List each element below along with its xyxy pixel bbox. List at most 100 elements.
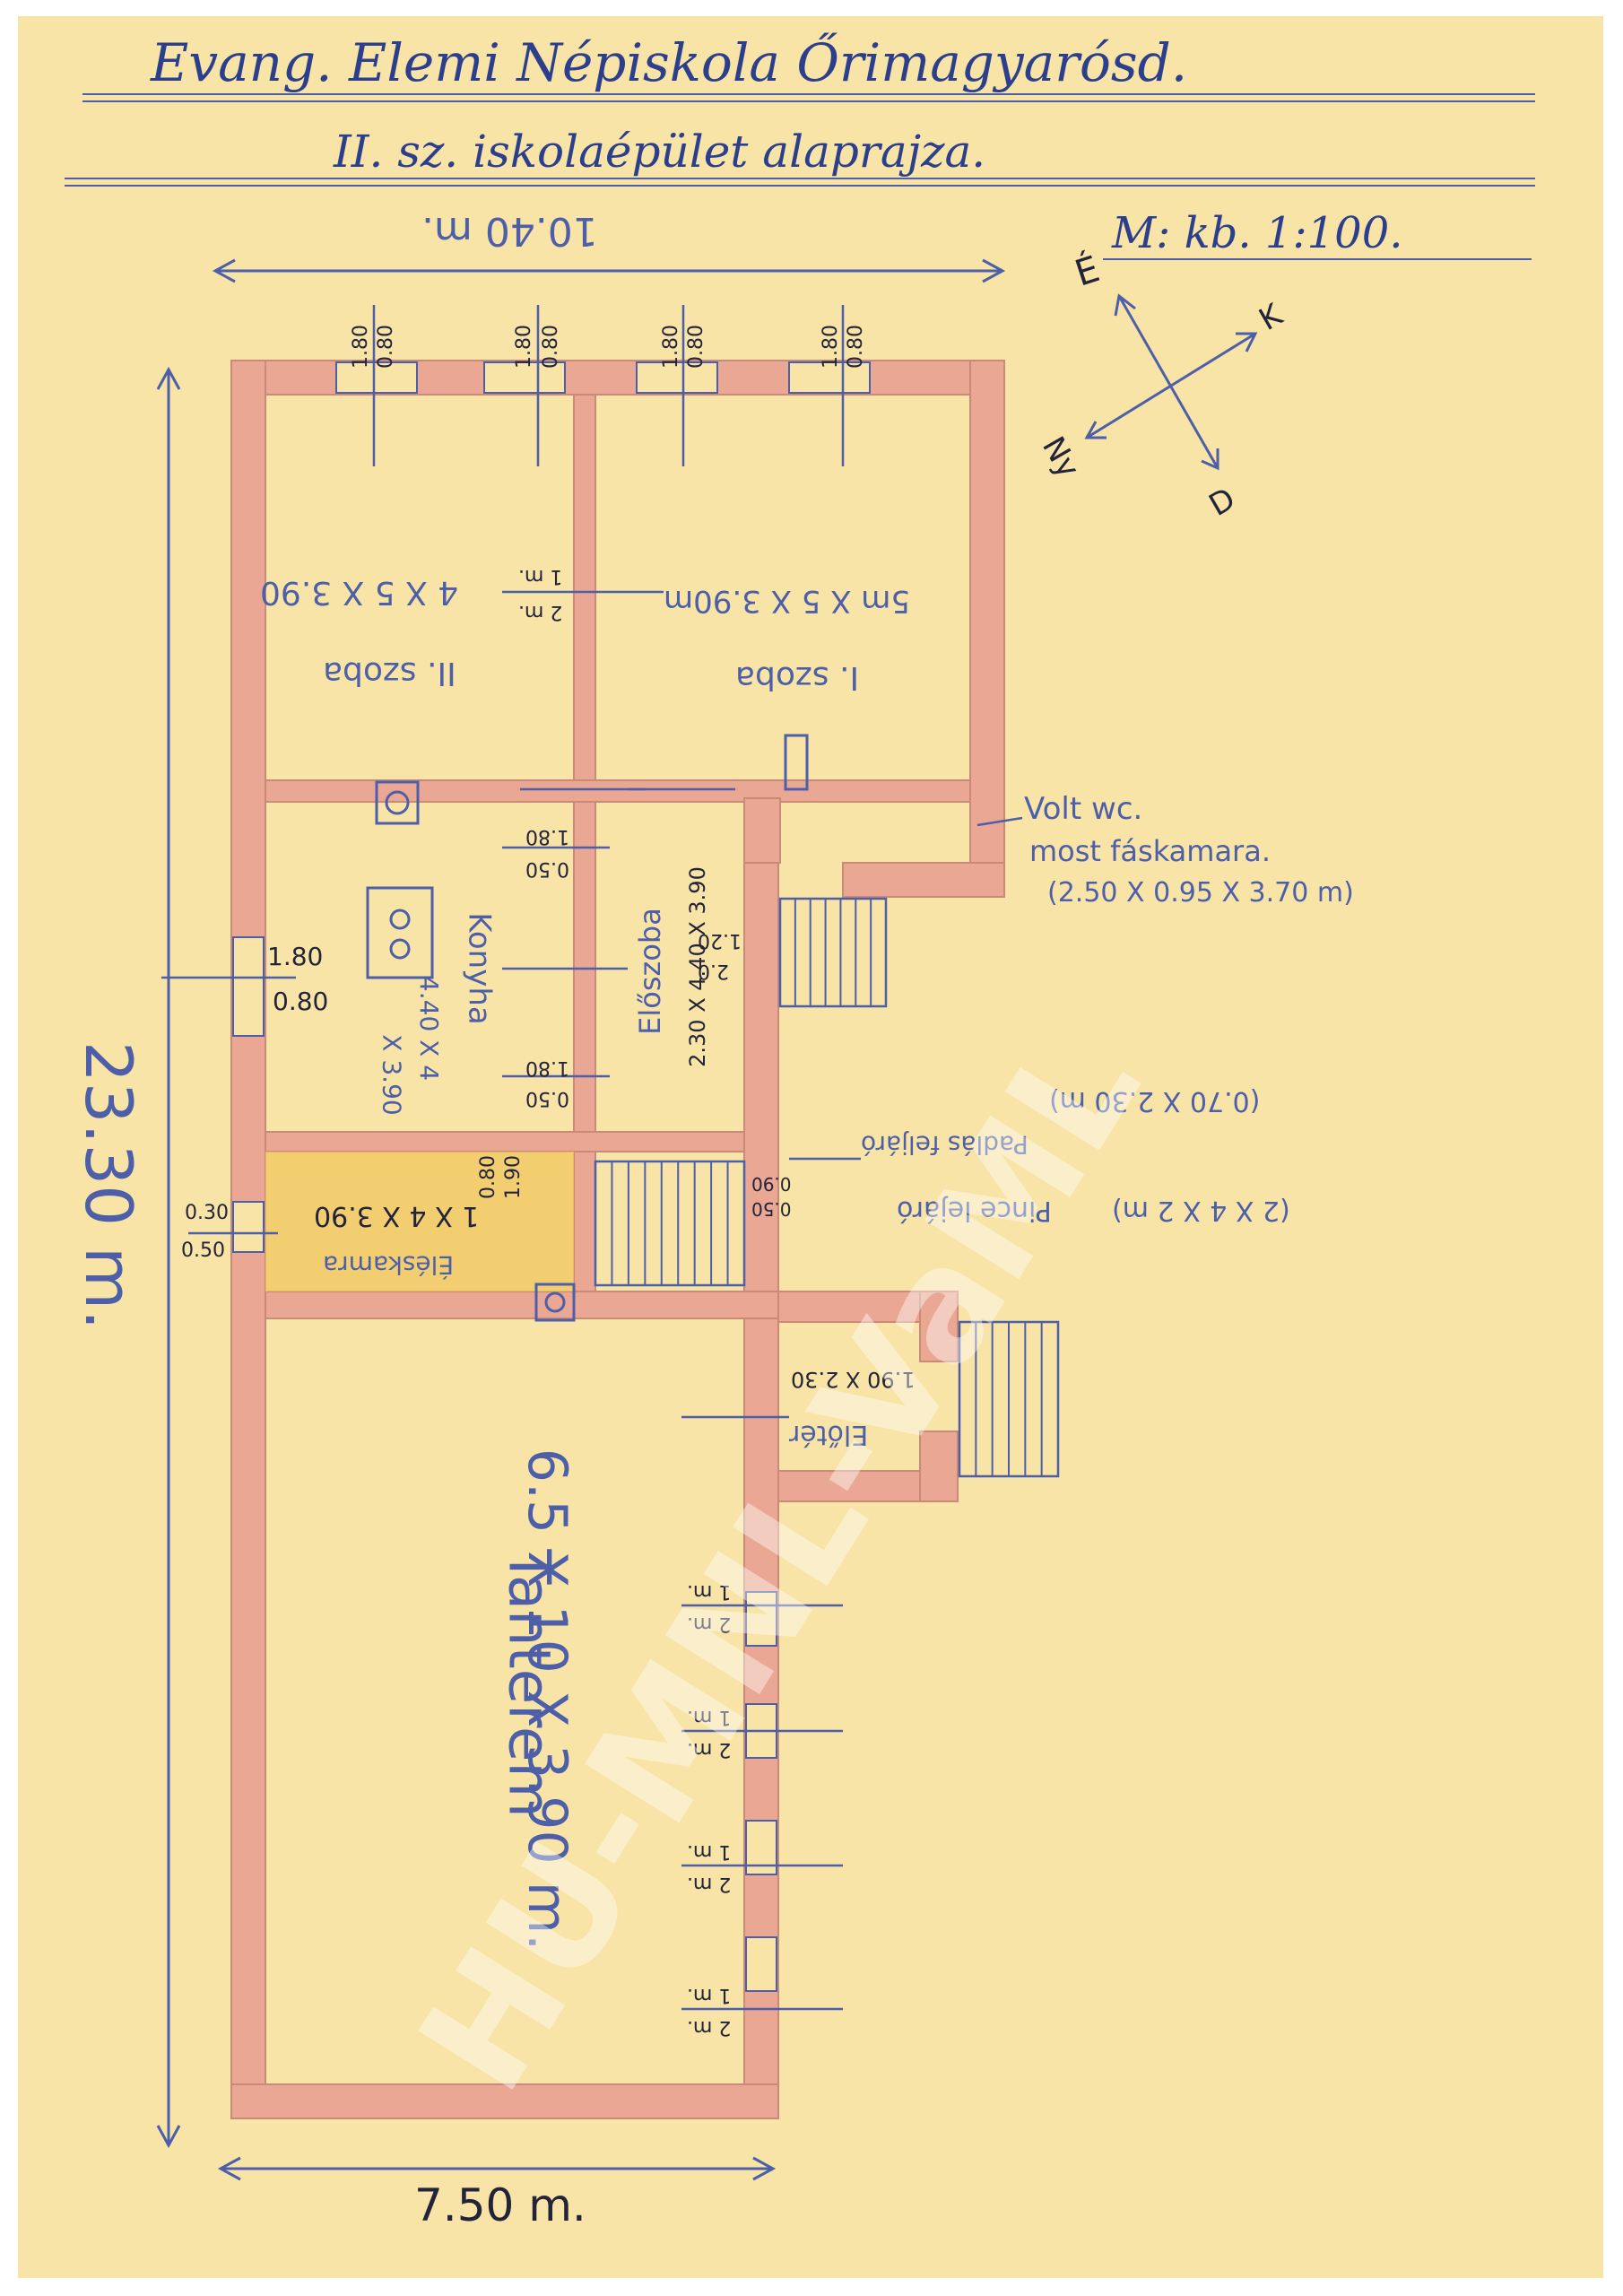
dim-arrow-bottom-right [752, 2156, 777, 2181]
stove-plate-1 [389, 909, 411, 930]
title-underline-2 [82, 100, 1535, 102]
mark-top-2a: 1.80 [512, 325, 535, 369]
chimney-1 [375, 780, 420, 825]
dim-total-length: 23.30 m. [71, 1040, 147, 1331]
mark-pantry-2: 0.80 [476, 1155, 499, 1199]
wall-right-upper [969, 360, 1005, 864]
document-title: Evang. Elemi Népiskola Őrimagyarósd. [151, 32, 1188, 93]
mark-top-3a: 1.80 [659, 325, 682, 369]
mark-small-b: 0.50 [181, 1239, 225, 1262]
title-underline-1 [82, 93, 1535, 95]
wall-bottom [230, 2083, 779, 2119]
window-openings [232, 361, 871, 1992]
mark-room-2m: 2 m. [518, 601, 563, 623]
mark-kitchen-1: 1.80 [525, 825, 569, 848]
compass-ew-line [1086, 332, 1256, 439]
mark-hall-4: 0.50 [525, 1087, 569, 1109]
window-mark-lines [161, 305, 845, 2011]
wall-wc-left [743, 797, 781, 864]
chimneys [375, 734, 809, 1322]
window-top-4 [788, 361, 871, 394]
scale-label: M: kb. 1:100. [1112, 208, 1403, 258]
wall-classroom-top [265, 1291, 779, 1319]
chimney-1-flue [385, 790, 410, 815]
room1-label: I. szoba [735, 659, 860, 696]
wc-note-line2: most fáskamara. [1029, 834, 1271, 868]
stairs-cellar [594, 1160, 746, 1287]
window-right-1 [745, 1591, 777, 1647]
mark-wall-1m-d: 1 m. [687, 1984, 732, 2006]
wall-porch-right-1 [919, 1291, 959, 1362]
compass-south-arrow [1201, 448, 1219, 471]
stove-plate-2 [389, 938, 411, 960]
mark-room-1m: 1 m. [518, 565, 563, 587]
compass-ns-line [1117, 295, 1219, 469]
compass-north-arrow [1114, 293, 1136, 317]
wc-leader-line [976, 816, 1023, 827]
kitchen-stove [366, 886, 434, 979]
chimney-3 [784, 734, 809, 791]
mark-top-4b: 0.80 [844, 325, 867, 369]
mark-top-4a: 1.80 [819, 325, 842, 369]
mark-right-2: 0.50 [751, 1198, 792, 1220]
dim-top-width: 10.40 m. [421, 208, 598, 254]
compass-west-arrow [1084, 421, 1107, 439]
window-top-1 [335, 361, 418, 394]
dim-arrow-left-bottom [156, 2125, 181, 2149]
stair-tread-lines [611, 899, 1043, 1476]
mark-small-a: 0.30 [185, 1202, 229, 1224]
mark-pantry-1: 1.90 [501, 1155, 525, 1199]
mark-hall-3: 1.80 [525, 1057, 569, 1079]
dim-arrow-left-top [156, 366, 181, 390]
wall-wc-bottom [842, 862, 1005, 898]
window-top-3 [636, 361, 718, 394]
mark-hall-1: 1.20 [698, 929, 742, 952]
hall-label: Előszoba [632, 908, 667, 1035]
mark-hall-2: 2.0 [698, 960, 729, 982]
kitchen-dims-b: X 3.90 [377, 1034, 407, 1116]
mark-right-1: 0.90 [751, 1173, 792, 1195]
kitchen-dims-a: 4.40 X 4 [414, 975, 445, 1082]
mark-side-b: 0.80 [273, 987, 329, 1016]
wc-note-line3: (2.50 X 0.95 X 3.70 m) [1047, 877, 1354, 909]
dim-arrow-bottom-left [217, 2156, 241, 2181]
mark-top-3b: 0.80 [684, 325, 707, 369]
stairs-wc [778, 897, 888, 1008]
mark-kitchen-2: 0.50 [525, 857, 569, 880]
mark-wall-2m-d: 2 m. [687, 2016, 732, 2039]
window-top-2 [483, 361, 566, 394]
mark-top-1b: 0.80 [374, 325, 397, 369]
chimney-2-flue [544, 1292, 566, 1313]
mark-top-2b: 0.80 [539, 325, 562, 369]
mark-top-1a: 1.80 [349, 325, 372, 369]
wall-rooms-bottom [265, 779, 971, 803]
cellar-stairs-dims: (2 X 4 X 2 m) [1112, 1195, 1290, 1226]
pantry-dims: 1 X 4 X 3.90 [314, 1200, 480, 1231]
dim-bottom-width: 7.50 m. [414, 2179, 586, 2231]
room2-dims: 4 X 5 X 3.90 [260, 574, 459, 611]
room1-dims: 5m X 5 X 3.90m [664, 583, 911, 619]
wc-leader [789, 816, 1023, 1161]
pantry-label: Éléskamra [323, 1250, 455, 1280]
room2-label: II. szoba [323, 655, 456, 691]
compass-east-arrow [1236, 332, 1258, 352]
mark-wall-2m-c: 2 m. [687, 1873, 732, 1895]
dim-arrow-top-right [982, 258, 1006, 283]
subtitle-underline-2 [65, 185, 1535, 187]
wc-note-line1: Volt wc. [1024, 791, 1143, 827]
document-subtitle: II. sz. iskolaépület alaprajza. [334, 126, 986, 178]
wall-porch-right-2 [919, 1431, 959, 1502]
window-left-kitchen [232, 936, 265, 1037]
kitchen-label: Konyha [461, 912, 498, 1025]
mark-side-a: 1.80 [267, 942, 324, 971]
window-right-4 [745, 1936, 777, 1992]
stove-body [366, 886, 434, 979]
chimney-2 [534, 1283, 576, 1322]
compass-rose [1084, 293, 1258, 471]
wall-mid-vertical [573, 394, 596, 1292]
subtitle-underline-1 [65, 178, 1535, 179]
pantry-floor [265, 1152, 574, 1292]
scale-underline [1103, 258, 1532, 260]
dimension-lines [156, 258, 1006, 2181]
